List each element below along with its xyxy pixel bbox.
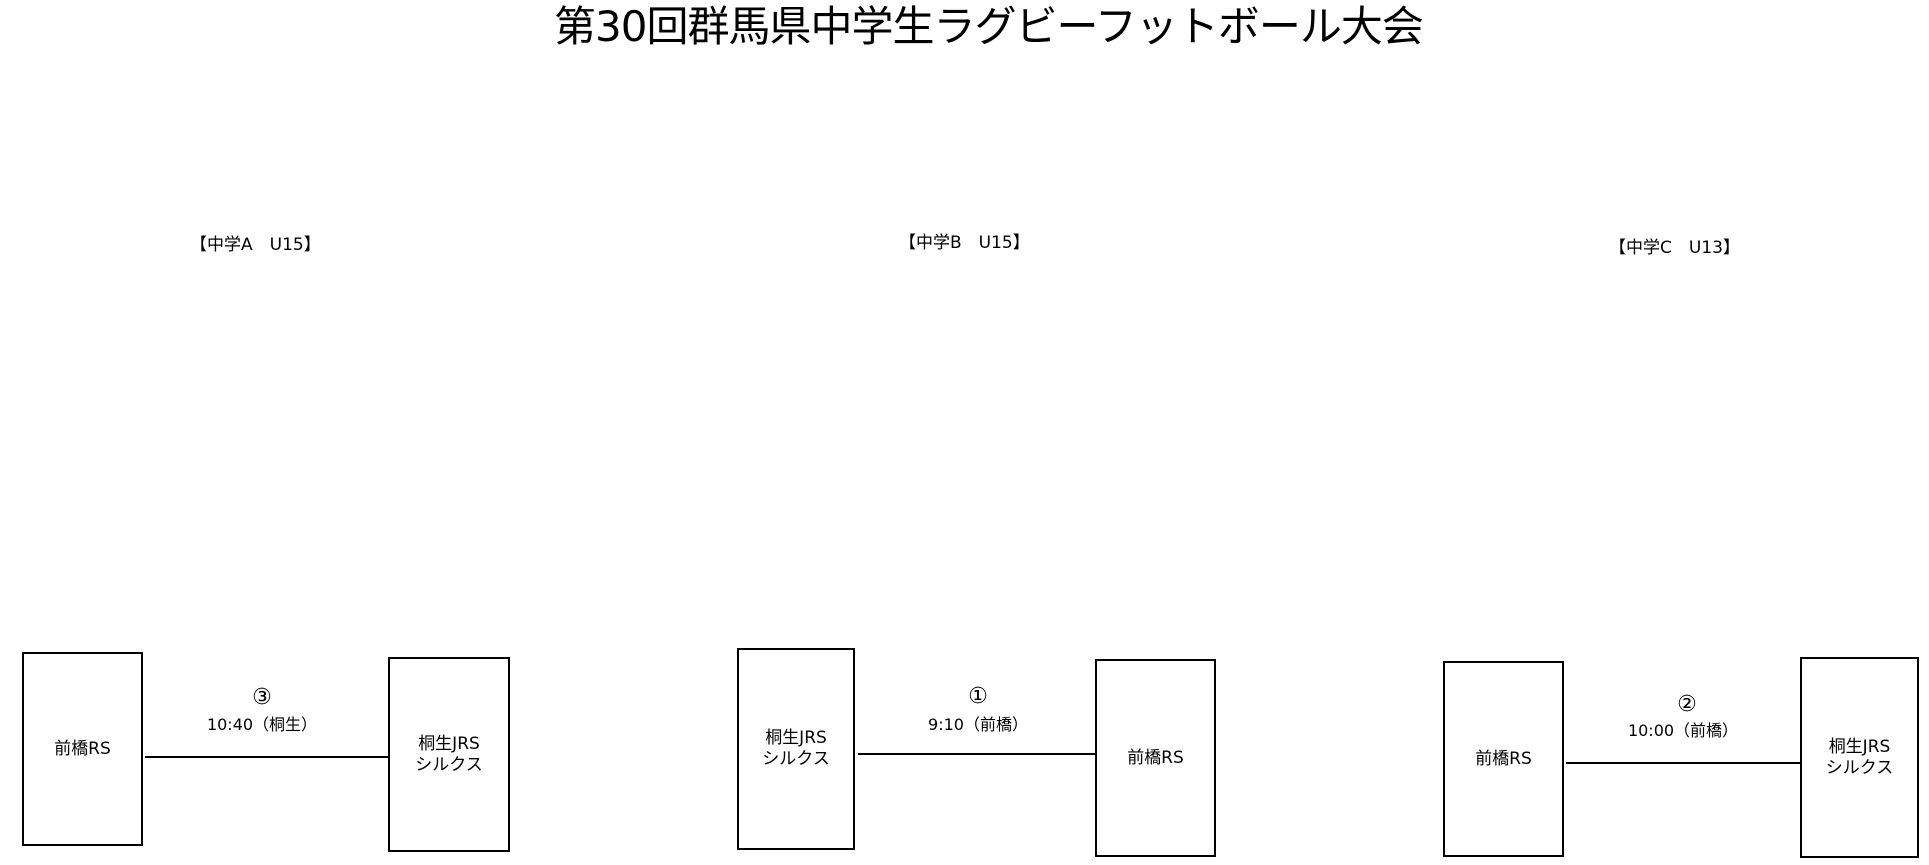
bracket-line-a xyxy=(145,756,388,758)
group-a-label: 【中学A U15】 xyxy=(190,235,321,255)
match-number-b: ① xyxy=(968,684,988,709)
team-box-b-right: 前橋RS xyxy=(1095,659,1216,857)
team-box-c-left: 前橋RS xyxy=(1443,661,1564,857)
match-number-a: ③ xyxy=(252,685,272,710)
match-time-a: 10:40（桐生） xyxy=(206,715,318,734)
team-name: 桐生JRS シルクス xyxy=(415,733,483,775)
team-box-a-right: 桐生JRS シルクス xyxy=(388,657,510,852)
team-name: 前橋RS xyxy=(1475,748,1532,769)
bracket-line-b xyxy=(858,753,1095,755)
match-number-c: ② xyxy=(1677,692,1697,717)
group-b-label: 【中学B U15】 xyxy=(899,233,1030,253)
team-box-c-right: 桐生JRS シルクス xyxy=(1800,657,1919,858)
group-c-label: 【中学C U13】 xyxy=(1609,238,1740,258)
match-time-c: 10:00（前橋） xyxy=(1627,721,1739,740)
team-box-b-left: 桐生JRS シルクス xyxy=(737,648,855,850)
team-name: 前橋RS xyxy=(1127,747,1184,768)
match-time-b: 9:10（前橋） xyxy=(928,715,1028,734)
team-name: 桐生JRS シルクス xyxy=(1825,736,1894,778)
bracket-line-c xyxy=(1566,762,1801,764)
page-title: 第30回群馬県中学生ラグビーフットボール大会 xyxy=(554,2,1424,51)
team-name: 前橋RS xyxy=(54,738,111,759)
team-box-a-left: 前橋RS xyxy=(22,652,143,846)
team-name: 桐生JRS シルクス xyxy=(762,728,830,769)
